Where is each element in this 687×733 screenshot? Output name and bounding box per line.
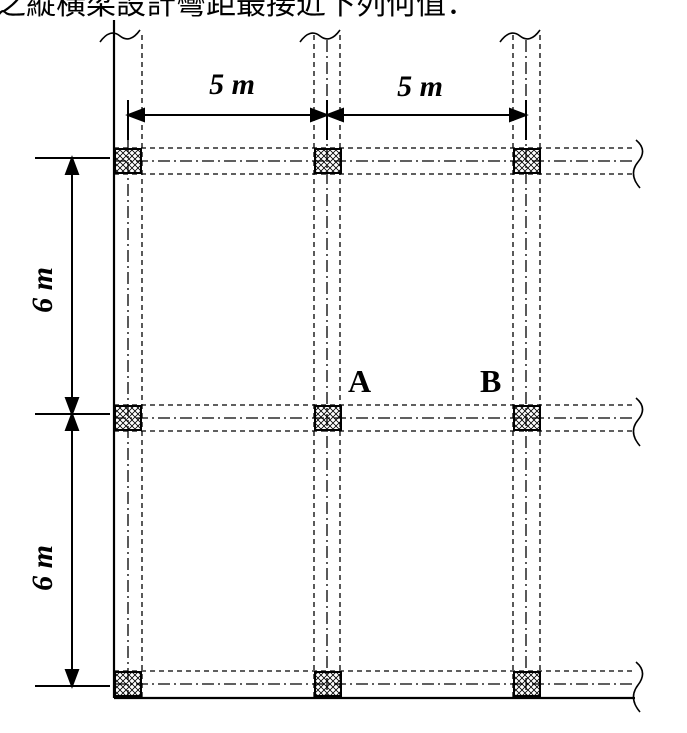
dim-label-span-y-1: 6 m	[26, 267, 59, 313]
column-r3-c2	[314, 671, 342, 697]
header-text: 之縱橫梁設計彎距最接近下列何值：	[0, 0, 476, 22]
dim-label-span-x-1: 5 m	[209, 68, 255, 101]
column-r2-c1	[114, 405, 142, 431]
dim-label-span-y-2: 6 m	[26, 545, 59, 591]
slab-edges	[112, 20, 635, 700]
break-symbols	[99, 29, 644, 713]
point-label-b: B	[480, 363, 501, 399]
beam-row-2	[114, 404, 632, 432]
vertical-beams	[127, 35, 541, 698]
beam-row-3	[114, 670, 632, 685]
point-label-a: A	[348, 363, 371, 399]
beam-row-1	[114, 147, 632, 175]
horizontal-dimension	[125, 100, 529, 140]
column-r3-c1	[114, 671, 142, 697]
dim-label-span-x-2: 5 m	[397, 70, 443, 103]
break-top-1	[99, 29, 141, 43]
beam-column-3	[512, 35, 541, 698]
columns	[114, 148, 541, 697]
column-r2-c3	[513, 405, 541, 431]
horizontal-beams	[114, 147, 632, 685]
break-right-1	[632, 139, 644, 189]
break-top-2	[299, 29, 341, 43]
break-top-3	[499, 29, 541, 43]
column-r2-c2	[314, 405, 342, 431]
column-r1-c2	[314, 148, 342, 174]
vertical-dimension	[35, 155, 110, 689]
break-right-2	[632, 397, 644, 447]
column-r1-c1	[114, 148, 142, 174]
column-r3-c3	[513, 671, 541, 697]
beam-column-1	[127, 35, 143, 698]
beam-column-2	[313, 35, 341, 698]
column-r1-c3	[513, 148, 541, 174]
break-right-3	[632, 661, 644, 713]
